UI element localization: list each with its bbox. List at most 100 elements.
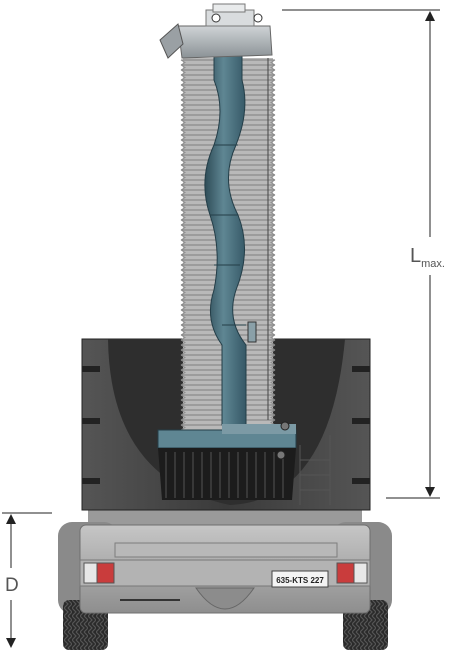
bellows-rib-edge [180,384,186,391]
bellows-rib-edge [270,259,276,266]
bellows-rib-edge [180,284,186,291]
bellows-rib-edge [180,134,186,141]
bellows-rib-edge [270,79,276,86]
bellows-rib-edge [180,74,186,81]
bellows-rib-edge [270,389,276,396]
dimension-d: D [2,512,52,648]
bellows-rib-edge [180,354,186,361]
license-plate [271,570,329,588]
bellows-rib-edge [270,354,276,361]
head-bolt-left [211,13,221,23]
bellows-rib-edge [270,359,276,366]
bellows-rib-edge [180,344,186,351]
bellows-rib-edge [180,269,186,276]
bellows-rib-edge [180,294,186,301]
bellows-rib-edge [270,289,276,296]
dim-d-label: D [5,575,19,596]
tail-light-right-white [353,562,368,584]
bellows-rib-edge [270,369,276,376]
bellows-rib-edge [270,224,276,231]
bellows-rib-edge [270,114,276,121]
dim-d-arrow-top [6,514,16,524]
skirt-bolt-2 [276,450,286,460]
bellows-rib-edge [180,94,186,101]
bellows-rib-edge [180,424,186,431]
bellows-rib-edge [180,334,186,341]
bellows-rib-edge [270,199,276,206]
bellows-rib-edge [270,69,276,76]
bellows-rib-edge [180,229,186,236]
bellows-rib-edge [270,204,276,211]
bellows-rib-edge [270,244,276,251]
bellows-rib-edge [270,219,276,226]
bellows-rib-edge [270,234,276,241]
bellows-rib-edge [180,204,186,211]
bellows-rib-edge [270,364,276,371]
bellows-rib-edge [270,214,276,221]
bellows-rib-edge [270,404,276,411]
bellows-rib-edge [270,299,276,306]
bellows-rib-edge [180,374,186,381]
bellows-rib-edge [270,294,276,301]
bellows-rib-edge [180,164,186,171]
bellows-rib-edge [270,349,276,356]
bellows-rib-edge [180,159,186,166]
bellows-rib-edge [270,194,276,201]
bellows-rib-edge [180,379,186,386]
bellows-rib-edge [270,324,276,331]
bellows-rib-edge [270,284,276,291]
bellows-rib-edge [180,309,186,316]
bellows-rib-edge [180,239,186,246]
bellows-rib-edge [180,129,186,136]
bellows-rib-edge [180,419,186,426]
bellows-rib-edge [180,314,186,321]
trailer: 635-KTS 227 [58,505,392,650]
dim-l-arrow-bottom [425,487,435,497]
bellows-rib-edge [270,344,276,351]
bellows-rib-edge [180,139,186,146]
bellows-rib-edge [270,274,276,281]
bellows-rib-edge [270,169,276,176]
bellows-rib-edge [180,149,186,156]
bellows-rib-edge [180,214,186,221]
bellows-rib-edge [180,414,186,421]
bellows-rib-edge [180,184,186,191]
bellows-rib-edge [270,254,276,261]
bellows-rib-edge [180,369,186,376]
tail-light-right-red [336,562,355,584]
bellows-rib-edge [270,329,276,336]
bellows-rib-edge [270,399,276,406]
bellows-rib-edge [270,304,276,311]
bellows-rib-edge [270,129,276,136]
dim-l-arrow-top [425,11,435,21]
bellows-rib-edge [270,249,276,256]
bellows-rib-edge [180,249,186,256]
bellows-rib-edge [180,114,186,121]
tail-light-left-white [83,562,98,584]
bellows-rib-edge [180,104,186,111]
head-side-inlet [159,23,184,59]
dim-d-arrow-bottom [6,638,16,648]
bellows-rib-edge [180,399,186,406]
bellows-rib-edge [180,144,186,151]
trailer-panel [114,542,338,558]
bellows-rib-edge [270,409,276,416]
bellows-rib-edge [180,209,186,216]
dim-l-label: Lmax. [410,245,445,270]
bellows-rib-edge [180,299,186,306]
bellows-rib-edge [180,304,186,311]
bellows-rib-edge [270,99,276,106]
tail-light-left-red [96,562,115,584]
inner-ladder [299,435,331,505]
trailer-hitch [195,587,255,610]
bellows-rib-edge [180,79,186,86]
bellows-rib-edge [180,409,186,416]
bellows-rib-edge [270,384,276,391]
head-housing [177,25,273,59]
bellows-rib-edge [270,229,276,236]
bellows-rib-edge [180,179,186,186]
bellows-rib-edge [270,179,276,186]
bellows-rib-edge [180,84,186,91]
inner-pipe [157,35,297,449]
